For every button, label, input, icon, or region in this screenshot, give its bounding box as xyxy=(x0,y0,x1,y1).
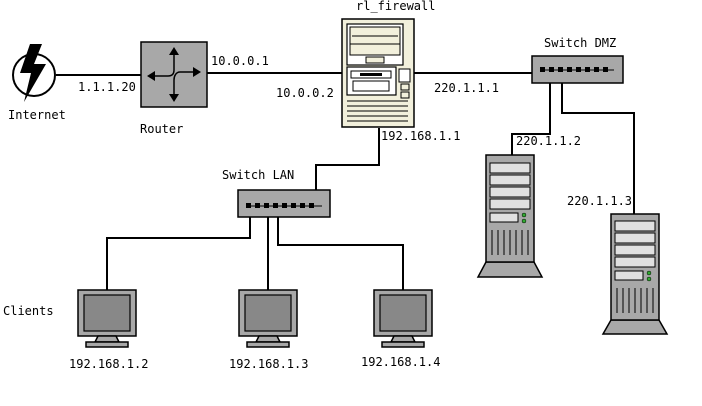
wire-lan-client3 xyxy=(277,210,404,290)
internet-label: Internet xyxy=(8,108,66,122)
desktop-computer-icon xyxy=(341,18,415,128)
addr-client2: 192.168.1.3 xyxy=(229,357,308,371)
addr-fw-lan: 192.168.1.1 xyxy=(381,129,460,143)
wire-dmz-server2 xyxy=(561,83,635,214)
client-3-node xyxy=(373,289,433,348)
monitor-icon xyxy=(238,289,298,348)
addr-client1: 192.168.1.2 xyxy=(69,357,148,371)
connections xyxy=(56,72,635,290)
monitor-icon xyxy=(373,289,433,348)
wire-dmz-server1 xyxy=(511,83,551,155)
addr-router-lan: 10.0.0.1 xyxy=(211,54,269,68)
switch-lan-node: Switch LAN xyxy=(222,168,331,218)
firewall-label: rl_firewall xyxy=(356,0,435,13)
monitor-icon xyxy=(77,289,137,348)
addr-fw-dmz: 220.1.1.1 xyxy=(434,81,499,95)
addr-router-wan: 1.1.1.20 xyxy=(78,80,136,94)
client-2-node xyxy=(238,289,298,348)
addr-server2: 220.1.1.3 xyxy=(567,194,632,208)
router-node: Router xyxy=(140,41,208,136)
switch-dmz-node: Switch DMZ xyxy=(531,36,624,84)
router-icon xyxy=(140,41,208,108)
wire-lan-client1 xyxy=(106,210,251,290)
router-label: Router xyxy=(140,122,183,136)
switch-icon xyxy=(531,55,624,84)
wire-firewall-switch-lan xyxy=(315,128,380,190)
client-1-node xyxy=(77,289,137,348)
addr-fw-wan: 10.0.0.2 xyxy=(276,86,334,100)
server-tower-icon xyxy=(476,154,544,278)
switch-lan-label: Switch LAN xyxy=(222,168,294,182)
server-2-node xyxy=(601,213,669,335)
internet-node: Internet xyxy=(8,44,66,122)
clients-label: Clients xyxy=(3,304,54,318)
switch-icon xyxy=(237,189,331,218)
lightning-icon xyxy=(12,44,56,102)
switch-dmz-label: Switch DMZ xyxy=(544,36,616,50)
server-tower-icon xyxy=(601,213,669,335)
firewall-node: rl_firewall xyxy=(341,0,435,128)
server-1-node xyxy=(476,154,544,278)
addr-server1: 220.1.1.2 xyxy=(516,134,581,148)
addr-client3: 192.168.1.4 xyxy=(361,355,440,369)
